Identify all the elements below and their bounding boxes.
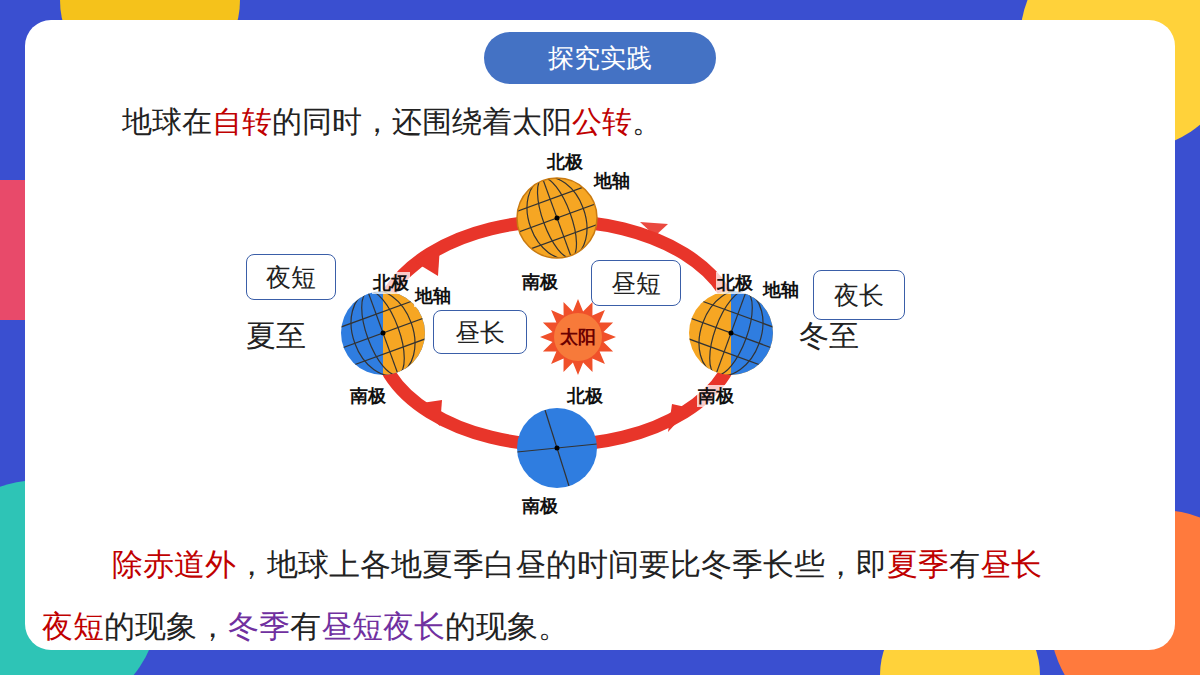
text-run: 夏季	[887, 546, 949, 582]
pole-label: 南极	[521, 495, 559, 517]
text-run: 公转	[572, 104, 632, 139]
season-label: 夏至	[246, 318, 306, 354]
callout-box: 昼短	[591, 260, 681, 306]
text-run: 。	[632, 104, 662, 139]
text-run: 的现象。	[445, 608, 569, 644]
text-line: 夜短的现象，冬季有昼短夜长的现象。	[42, 608, 569, 645]
text-run: 地球在	[122, 104, 212, 139]
text-run: 有	[290, 608, 321, 644]
pole-label: 南极	[697, 385, 735, 407]
callout-text: 昼长	[455, 316, 505, 349]
pole-label: 南极	[521, 271, 559, 293]
text-run: 有	[949, 546, 980, 582]
pole-label: 地轴	[414, 285, 452, 307]
callout-box: 夜长	[813, 270, 905, 320]
pole-label: 地轴	[593, 170, 631, 192]
callout-box: 昼长	[433, 310, 527, 354]
text-line: 地球在自转的同时，还围绕着太阳公转。	[122, 104, 662, 140]
pole-label: 北极	[566, 385, 604, 407]
text-run: 自转	[212, 104, 272, 139]
pole-label: 北极	[716, 272, 754, 294]
callout-text: 夜短	[266, 261, 316, 294]
sun: 太阳	[538, 297, 618, 377]
text-run: 的现象，	[104, 608, 228, 644]
text-run: 昼短夜长	[321, 608, 445, 644]
season-label: 冬至	[799, 318, 859, 354]
pole-label: 北极	[372, 272, 410, 294]
pole-label: 地轴	[762, 279, 800, 301]
sun-label: 太阳	[560, 325, 596, 349]
text-run: ，地球上各地夏季白昼的时间要比冬季长些，即	[236, 546, 887, 582]
pole-label: 南极	[349, 385, 387, 407]
text-line: 除赤道外，地球上各地夏季白昼的时间要比冬季长些，即夏季有昼长	[112, 546, 1042, 583]
callout-box: 夜短	[246, 254, 336, 300]
text-run: 冬季	[228, 608, 290, 644]
text-run: 的同时，还围绕着太阳	[272, 104, 572, 139]
text-run: 夜短	[42, 608, 104, 644]
text-run: 除赤道外	[112, 546, 236, 582]
pole-label: 北极	[546, 151, 584, 173]
title-pill: 探究实践	[484, 32, 716, 84]
title-text: 探究实践	[548, 41, 652, 76]
text-run: 昼长	[980, 546, 1042, 582]
callout-text: 夜长	[834, 279, 884, 312]
callout-text: 昼短	[611, 267, 661, 300]
